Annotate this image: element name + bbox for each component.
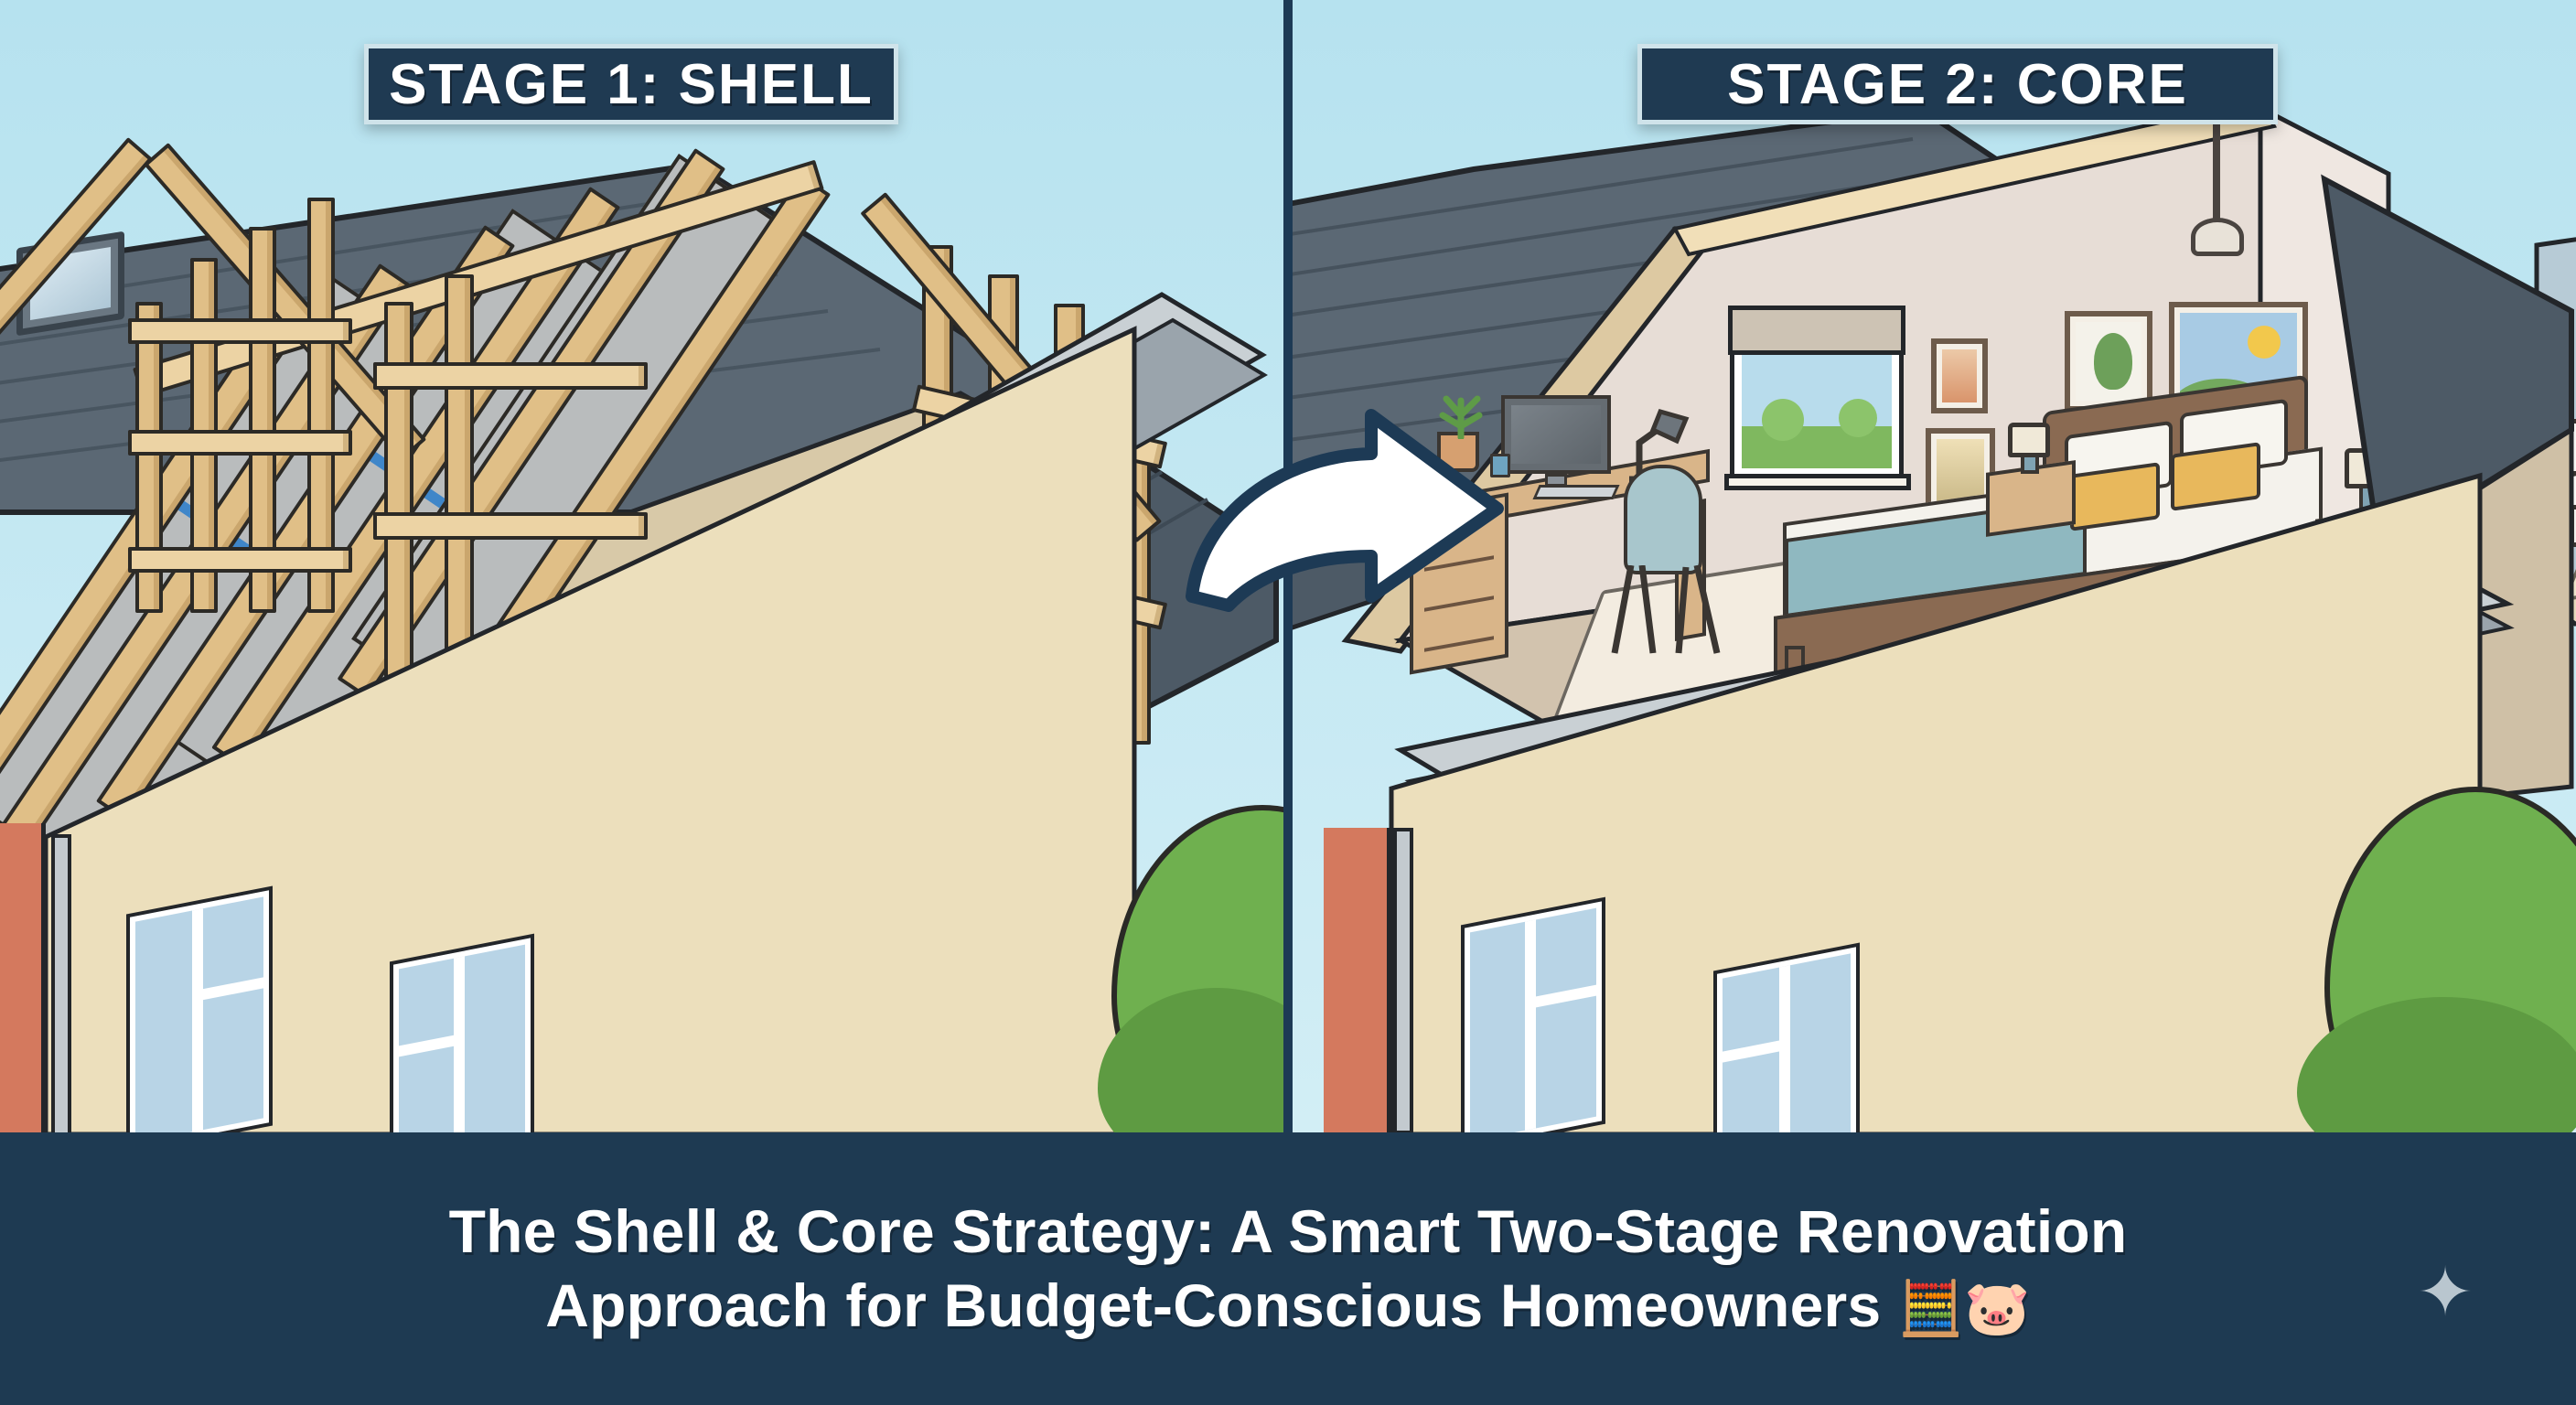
caption-line-1: The Shell & Core Strategy: A Smart Two-S… [448,1197,2128,1266]
abacus-calculator-icon: 🧮 [1897,1279,1965,1338]
downpipe [1393,828,1413,1134]
panel-stage-1-shell [0,0,1285,1134]
wall-stud [445,274,474,677]
facade-window [390,933,534,1134]
curved-right-arrow-icon [1186,409,1504,612]
window-sill [1724,474,1911,490]
office-chair [1624,465,1702,574]
framed-wall-art [2065,311,2152,412]
facade-window [126,885,273,1134]
sparkle-icon: ✦ [2416,1254,2474,1330]
caption-bar: The Shell & Core Strategy: A Smart Two-S… [0,1132,2576,1405]
window-blind [1728,306,1905,355]
stage-2-badge: STAGE 2: CORE [1637,44,2278,124]
pendant-cord [2213,117,2220,220]
potted-plant [1439,395,1483,439]
terracotta-render-wall [1324,828,1391,1134]
facade-window [1713,942,1860,1134]
wall-stud [307,198,335,613]
chair-legs [1611,565,1721,654]
stage-1-label: STAGE 1: SHELL [389,52,874,116]
caption-line-2: Approach for Budget-Conscious Homeowners [545,1271,1882,1339]
noggin [373,512,648,540]
table-lamp-base [2021,454,2039,474]
noggin [128,430,352,456]
stage-2-label: STAGE 2: CORE [1727,52,2188,116]
pendant-light [2191,218,2244,256]
noggin [128,318,352,344]
noggin [373,362,648,390]
panel-stage-2-core [1291,0,2576,1134]
right-eaves-and-facade [1389,174,2574,1134]
stage-1-badge: STAGE 1: SHELL [364,44,898,124]
desktop-monitor [1501,395,1611,474]
noggin [128,547,352,573]
facade-window [1461,896,1605,1134]
framed-wall-art [1931,338,1988,413]
desk-mug [1490,454,1510,477]
caption-line-2-wrapper: Approach for Budget-Conscious Homeowners… [545,1269,2031,1343]
cream-render-wall [43,326,1137,1134]
downpipe [51,834,71,1134]
piggy-bank-icon: 🐷 [1964,1279,2031,1338]
